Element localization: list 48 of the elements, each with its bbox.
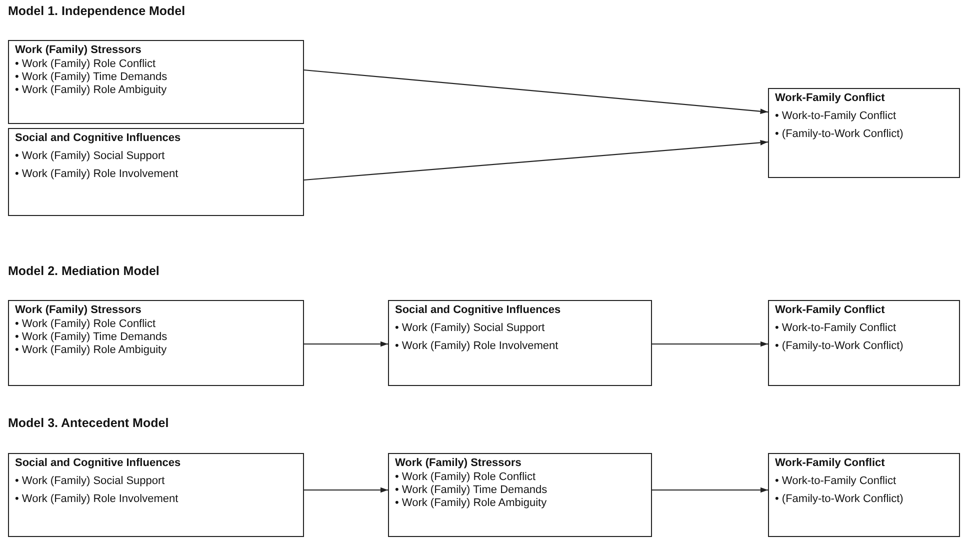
bullet-item: • Work (Family) Role Involvement [395,340,558,353]
arrow [304,341,388,347]
model-title: Model 1. Independence Model [8,4,186,18]
bullet-item: • Work (Family) Social Support [395,322,545,335]
bullet-item: • Work-to-Family Conflict [775,322,896,335]
bullet-item: • Work (Family) Role Ambiguity [395,497,547,510]
construct-box [768,88,960,178]
arrow [304,140,768,181]
bullet-item: • Work (Family) Role Conflict [395,471,536,484]
box-heading: Work (Family) Stressors [15,44,142,57]
arrow [304,69,768,114]
bullet-item: • (Family-to-Work Conflict) [775,128,904,141]
arrow [652,341,768,347]
construct-box [388,453,652,537]
bullet-item: • Work (Family) Role Involvement [15,168,178,181]
bullet-item: • (Family-to-Work Conflict) [775,493,904,506]
box-heading: Social and Cognitive Influences [395,304,561,317]
bullet-item: • Work-to-Family Conflict [775,475,896,488]
construct-box [8,300,304,386]
bullet-item: • Work (Family) Role Ambiguity [15,344,167,357]
bullet-item: • Work-to-Family Conflict [775,110,896,123]
box-heading: Work-Family Conflict [775,304,885,317]
box-heading: Work-Family Conflict [775,92,885,105]
construct-box [768,453,960,537]
bullet-item: • Work (Family) Role Conflict [15,58,156,71]
box-heading: Work-Family Conflict [775,457,885,470]
bullet-item: • Work (Family) Social Support [15,150,165,163]
arrow [304,487,388,493]
construct-box [768,300,960,386]
construct-box [8,128,304,216]
bullet-item: • Work (Family) Role Conflict [15,318,156,331]
bullet-item: • Work (Family) Time Demands [15,331,168,344]
bullet-item: • Work (Family) Time Demands [15,71,168,84]
model-title: Model 2. Mediation Model [8,264,160,278]
box-heading: Social and Cognitive Influences [15,132,181,145]
model-title: Model 3. Antecedent Model [8,416,169,430]
bullet-item: • Work (Family) Social Support [15,475,165,488]
construct-box [388,300,652,386]
bullet-item: • Work (Family) Time Demands [395,484,548,497]
bullet-item: • Work (Family) Role Involvement [15,493,178,506]
arrow [652,487,768,493]
box-heading: Work (Family) Stressors [15,304,142,317]
box-heading: Social and Cognitive Influences [15,457,181,470]
bullet-item: • (Family-to-Work Conflict) [775,340,904,353]
bullet-item: • Work (Family) Role Ambiguity [15,84,167,97]
box-heading: Work (Family) Stressors [395,457,522,470]
construct-box [8,453,304,537]
construct-box [8,40,304,124]
